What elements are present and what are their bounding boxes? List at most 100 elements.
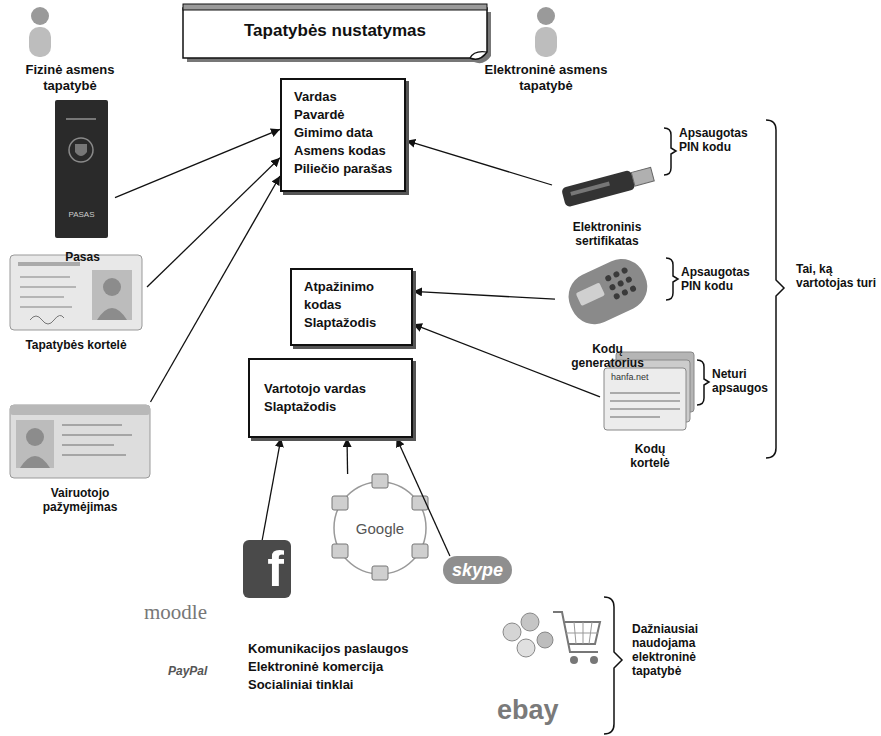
coin-icon — [521, 613, 539, 631]
licence-line — [62, 444, 114, 446]
service-category: Socialiniai tinklai — [248, 677, 353, 693]
id-card-face — [103, 278, 121, 296]
node-text: Gimimo data — [294, 124, 392, 142]
node-text: Pavardė — [294, 106, 392, 124]
data-box: VardasPavardėGimimo dataAsmens kodasPili… — [280, 78, 406, 192]
code-card-line — [610, 392, 680, 394]
node-text: Atpažinimo kodas — [304, 278, 399, 314]
code-card-image — [604, 368, 686, 430]
node-text: Slaptažodis — [304, 314, 399, 332]
google-ring — [334, 482, 426, 574]
id-card-image — [10, 255, 142, 330]
id-card-photo — [92, 270, 132, 320]
node-text: Google — [356, 520, 404, 537]
coin-icon — [503, 623, 521, 641]
licence-line — [62, 454, 126, 456]
arrow-connector — [115, 129, 280, 197]
service-logo: ebay — [497, 694, 559, 726]
arrow-connector — [397, 438, 450, 556]
service-category: Komunikacijos paslaugos — [248, 641, 408, 657]
item-caption: Kodų kortelė — [620, 442, 680, 470]
connector-group — [115, 129, 600, 556]
code-card-line — [610, 408, 680, 410]
node-text: skype — [452, 559, 503, 581]
bracket — [604, 597, 622, 734]
licence-line — [62, 424, 122, 426]
item-caption: Pasas — [65, 250, 100, 264]
document-item: Elektroninis sertifikatas — [552, 158, 662, 248]
person-body — [535, 27, 557, 57]
arrow-connector — [406, 141, 552, 185]
app-icon — [332, 544, 348, 558]
passport-emblem — [75, 144, 87, 156]
bracket — [697, 360, 709, 405]
coin-icon — [537, 632, 553, 648]
banner-curl — [470, 52, 487, 58]
coin-icon — [517, 639, 535, 657]
service-logo: PayPal — [168, 664, 207, 678]
service-logo: moodle — [144, 600, 207, 625]
item-caption: Elektroninis sertifikatas — [562, 220, 652, 248]
arrow-connector — [346, 438, 348, 474]
code-card-line — [610, 416, 660, 418]
cart-wheel — [570, 656, 578, 664]
id-card-line — [20, 286, 76, 288]
protection-note: Apsaugotas PIN kodu — [681, 265, 755, 293]
licence-band — [10, 405, 150, 415]
id-card-face — [97, 308, 127, 320]
cart-icon — [553, 612, 600, 652]
data-box: Vartotojo vardasSlaptažodis — [248, 358, 413, 438]
section-heading: Elektroninė asmens tapatybė — [470, 62, 622, 94]
id-card-line — [20, 306, 72, 308]
bracket-note: Tai, ką vartotojas turi — [796, 262, 876, 290]
service-category: Elektroninė komercija — [248, 659, 383, 675]
protection-note: Neturi apsaugos — [712, 367, 772, 395]
licence-image — [10, 405, 150, 478]
data-box: Atpažinimo kodasSlaptažodis — [290, 268, 413, 346]
document-item: Kodų kortelė — [600, 348, 700, 470]
cart-grid — [566, 622, 598, 644]
diagram-title: Tapatybės nustatymas — [183, 21, 487, 41]
node-text: Piliečio parašas — [294, 160, 392, 178]
document-text: PASAS — [57, 210, 106, 220]
code-generator-image — [561, 251, 655, 332]
licence-face — [20, 456, 50, 468]
app-icon — [372, 566, 388, 580]
licence-face — [26, 428, 44, 446]
id-card-line — [20, 296, 64, 298]
app-icon — [412, 544, 428, 558]
app-icon — [372, 474, 388, 488]
licence-line — [62, 434, 132, 436]
code-card-line — [610, 400, 680, 402]
person-body — [29, 27, 51, 57]
item-caption: Tapatybės kortelė — [25, 338, 126, 352]
licence-photo — [16, 420, 54, 468]
node-text: f — [243, 540, 284, 598]
id-card-line — [20, 276, 70, 278]
section-heading: Fizinė asmens tapatybė — [3, 62, 137, 94]
item-caption: Kodų generatorius — [563, 342, 653, 370]
node-text: Vardas — [294, 88, 392, 106]
person-head — [537, 7, 555, 25]
document-item: Pasas — [50, 98, 115, 264]
title-banner — [183, 8, 487, 59]
node-text: Asmens kodas — [294, 142, 392, 160]
document-item: Vairuotojo pažymėjimas — [5, 402, 155, 514]
cart-wheel — [590, 656, 598, 664]
bracket — [666, 258, 678, 300]
node-text: Slaptažodis — [264, 398, 397, 416]
document-item: Kodų generatorius — [555, 252, 660, 370]
app-icon — [332, 496, 348, 510]
bracket — [766, 120, 784, 458]
node-text: Vartotojo vardas — [264, 380, 397, 398]
arrow-connector — [262, 438, 281, 540]
protection-note: Apsaugotas PIN kodu — [679, 126, 753, 154]
id-card-signature — [30, 315, 64, 324]
passport-image — [55, 100, 108, 238]
google-services: Google — [326, 474, 434, 582]
person-head — [31, 7, 49, 25]
usb-token-image — [561, 164, 655, 207]
